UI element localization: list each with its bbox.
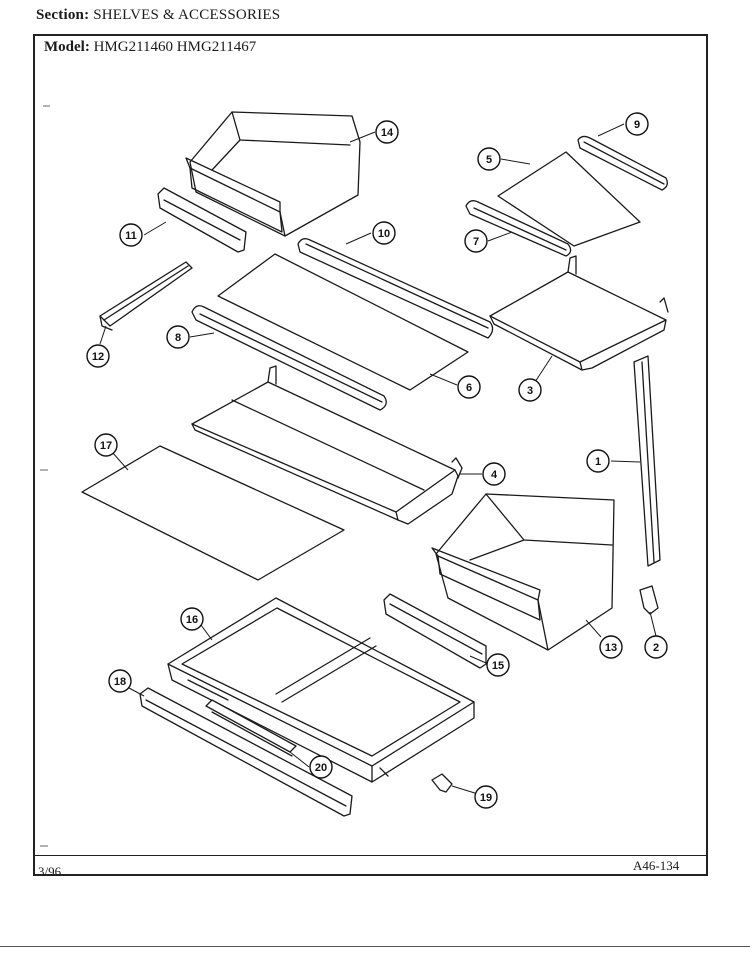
part-6-glass-shelf: [217, 253, 469, 391]
part-2-clip: [639, 585, 659, 615]
part-3-shelf-frame: [489, 255, 669, 371]
callout-label: 16: [186, 614, 198, 626]
section-title: Section: SHELVES & ACCESSORIES: [36, 7, 280, 24]
callout-label: 14: [381, 127, 394, 139]
part-18-front-rail: [139, 687, 353, 817]
callout-20: 20: [309, 755, 333, 779]
callout-6: 6: [457, 375, 481, 399]
part-4-shelf-frame: [191, 365, 463, 525]
callout-label: 1: [595, 456, 601, 468]
callout-label: 18: [114, 676, 126, 688]
part-12-trim: [99, 261, 193, 331]
footer-rule: [35, 855, 706, 856]
part-13-deli-drawer: [431, 493, 615, 651]
model-title: Model: HMG211460 HMG211467: [44, 39, 256, 56]
callout-label: 20: [315, 762, 327, 774]
part-8-trim: [191, 305, 387, 411]
callout-7: 7: [464, 229, 488, 253]
callout-16: 16: [180, 607, 204, 631]
callout-5: 5: [477, 147, 501, 171]
part-1-rail: [633, 355, 661, 567]
footer-date: 3/96: [38, 864, 62, 879]
part-5-glass-shelf: [497, 151, 641, 247]
leader-lines: [99, 123, 657, 795]
callout-15: 15: [486, 653, 510, 677]
callout-label: 10: [378, 228, 390, 240]
footer-page-code: A46-134: [633, 858, 680, 873]
callout-label: 12: [92, 351, 104, 363]
model-label: Model:: [44, 39, 90, 55]
callout-label: 4: [491, 469, 498, 481]
callout-17: 17: [94, 433, 118, 457]
callout-8: 8: [166, 325, 190, 349]
callout-label: 7: [473, 236, 479, 248]
callout-10: 10: [372, 221, 396, 245]
callout-label: 9: [634, 119, 640, 131]
callout-label: 17: [100, 440, 112, 452]
callout-label: 2: [653, 642, 659, 654]
callout-label: 3: [527, 385, 533, 397]
part-20-vent: [205, 699, 297, 757]
callout-4: 4: [482, 462, 506, 486]
callout-3: 3: [518, 378, 542, 402]
section-label: Section:: [36, 7, 90, 23]
callout-2: 2: [644, 635, 668, 659]
part-16-tray-frame: [167, 597, 475, 783]
callout-18: 18: [108, 669, 132, 693]
part-19-clip: [431, 773, 453, 793]
part-7-trim: [465, 200, 572, 257]
callout-label: 8: [175, 332, 181, 344]
callout-12: 12: [86, 344, 110, 368]
callout-1: 1: [586, 449, 610, 473]
part-15-trim: [383, 593, 487, 669]
callout-11: 11: [119, 223, 143, 247]
callout-14: 14: [375, 120, 399, 144]
callout-19: 19: [474, 785, 498, 809]
section-value: SHELVES & ACCESSORIES: [93, 7, 281, 23]
callout-13: 13: [599, 635, 623, 659]
part-14-crisper-drawer: [185, 111, 361, 237]
part-17-glass-panel: [81, 445, 345, 581]
model-value: HMG211460 HMG211467: [93, 39, 257, 55]
callout-9: 9: [625, 112, 649, 136]
page-bottom-rule: [0, 946, 750, 947]
part-9-trim: [577, 135, 668, 191]
part-11-trim: [157, 187, 247, 253]
part-10-trim: [297, 238, 494, 339]
callout-label: 13: [605, 642, 617, 654]
diagram-frame: [33, 34, 708, 876]
callout-label: 5: [486, 154, 492, 166]
callout-label: 11: [125, 230, 137, 242]
callout-label: 19: [480, 792, 492, 804]
callout-label: 15: [492, 660, 504, 672]
callout-label: 6: [466, 382, 472, 394]
